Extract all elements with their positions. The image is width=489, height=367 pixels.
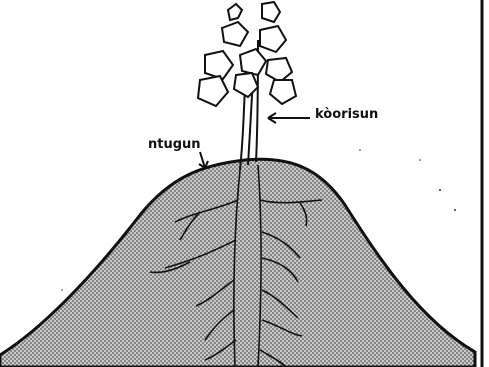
- plant-leaves: [198, 2, 296, 106]
- mound-label: ntugun: [148, 137, 201, 152]
- stem-label: kòorisun: [315, 107, 378, 122]
